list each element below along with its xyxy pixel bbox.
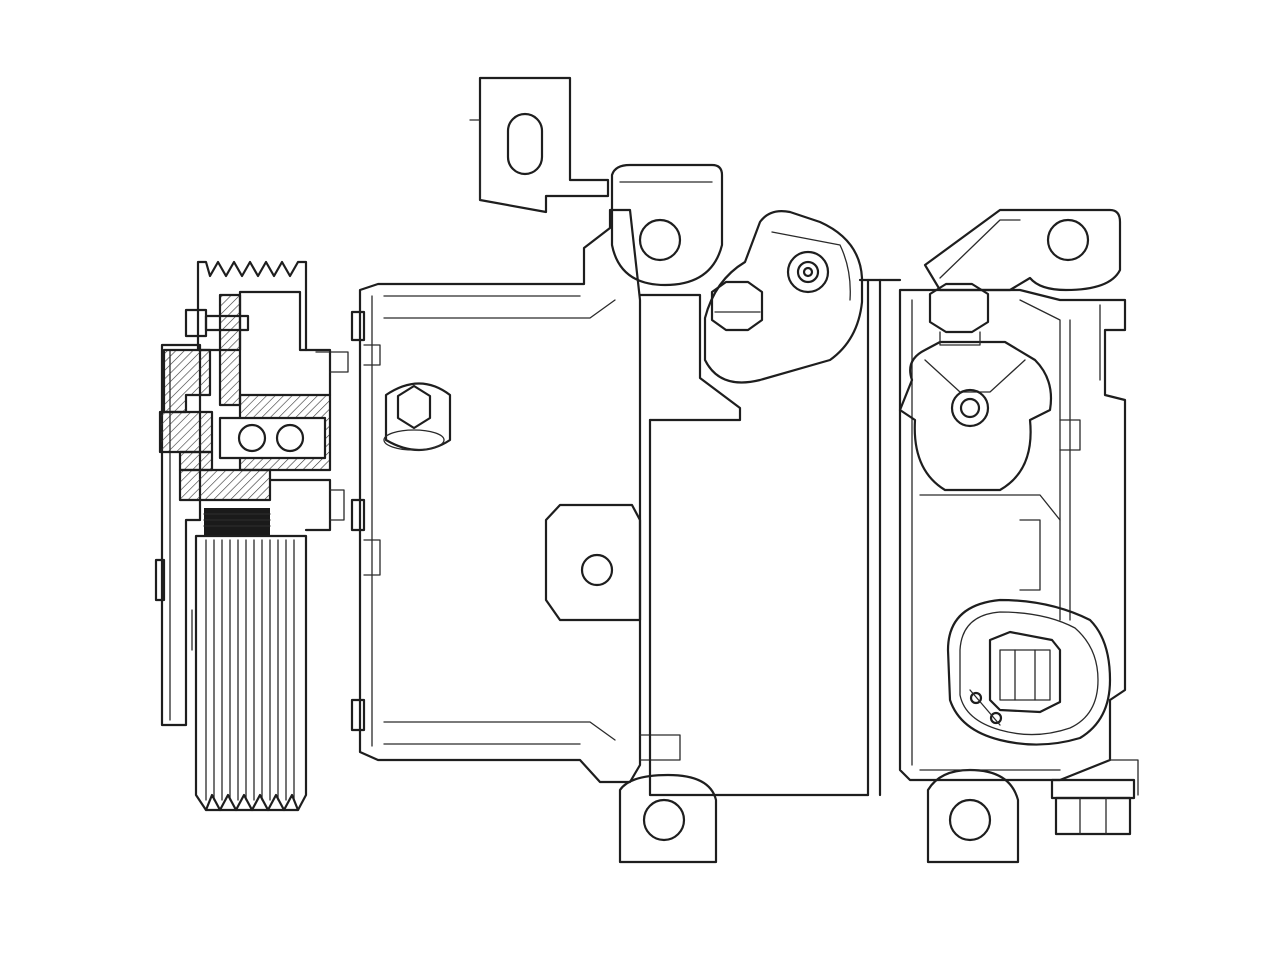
mounting-ear-top-right — [923, 208, 1122, 292]
top-mounting-bracket — [478, 76, 610, 214]
service-port-left — [703, 210, 864, 384]
compressor-nose — [268, 478, 332, 532]
center-tab-hole — [580, 553, 614, 587]
clutch-section-hatch-mid — [158, 410, 214, 454]
pulley-lower-rim — [194, 534, 308, 812]
pulley-clutch-assembly — [154, 260, 349, 812]
pulley-grooves-lines — [205, 539, 295, 801]
pulley-top-grooves — [196, 260, 308, 352]
mounting-ear-top-left — [610, 163, 724, 287]
mounting-hole-top-right — [1046, 218, 1090, 262]
front-housing-bolt — [383, 382, 452, 451]
pulley-web-hatch — [218, 293, 242, 407]
clutch-section-hatch-upper — [162, 348, 212, 414]
service-port-right — [898, 282, 1053, 492]
mounting-ear-bottom-left — [618, 773, 718, 864]
clutch-hub-tab — [154, 558, 166, 602]
rear-bolt-bottom — [1050, 759, 1139, 836]
bracket-slot — [506, 112, 544, 176]
clutch-bolt — [184, 308, 208, 338]
cylinder-lower-outline — [648, 418, 870, 797]
electrical-connector — [946, 598, 1112, 746]
connector-plug — [988, 630, 1062, 714]
bearing-ball-1 — [237, 423, 267, 453]
front-housing-body — [358, 208, 642, 784]
clutch-plate — [160, 343, 202, 727]
pulley-bottom-grooves — [204, 793, 300, 812]
clutch-coil — [204, 508, 270, 536]
port-bolt-left — [710, 280, 764, 332]
mounting-hole-bottom-right — [948, 798, 992, 842]
front-housing — [350, 76, 724, 864]
bearing-housing — [218, 416, 327, 460]
center-mounting-tab — [544, 503, 642, 622]
cylinder-body — [638, 210, 902, 797]
mounting-hole-bottom-left — [642, 798, 686, 842]
rear-housing-body — [898, 288, 1127, 782]
bearing-ball-2 — [275, 423, 305, 453]
mounting-ear-bottom-right — [926, 768, 1020, 864]
port-bolt-right — [928, 282, 990, 334]
mounting-hole-top-left — [638, 218, 682, 262]
rear-housing — [898, 208, 1139, 864]
clutch-section-hatch-lower — [178, 468, 272, 502]
